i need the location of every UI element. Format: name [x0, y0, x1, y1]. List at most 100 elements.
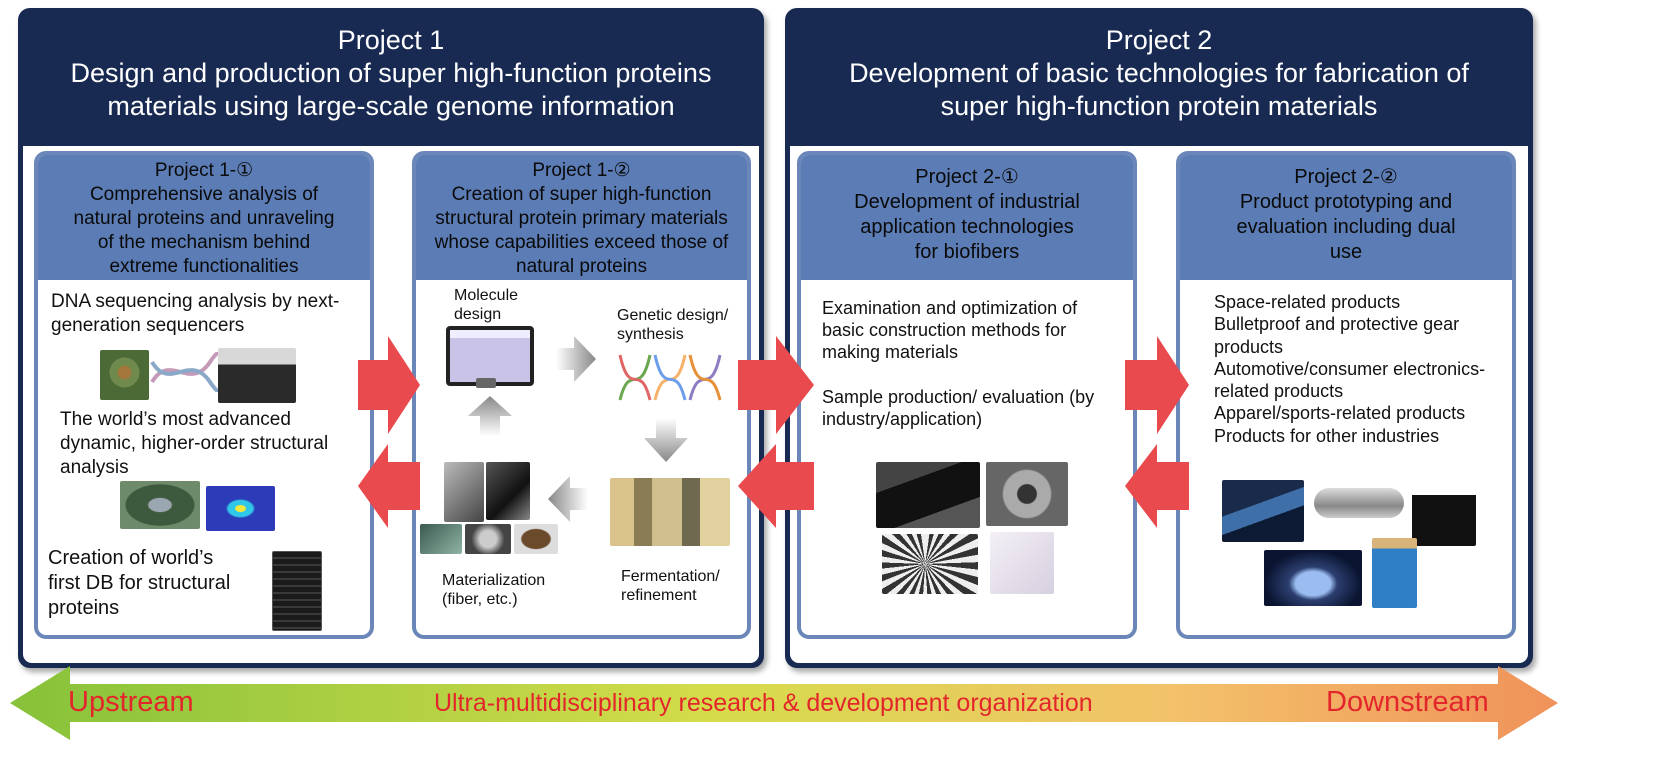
product-item: Automotive/consumer electronics- [1214, 358, 1486, 379]
server-rack-image [272, 551, 322, 631]
product-item: Products for other industries [1214, 425, 1440, 446]
text-line: dynamic, higher-order structural [60, 433, 329, 454]
project1-subtitle-line1: Design and production of super high-func… [70, 58, 712, 88]
subproject-2-1-header: Project 2-① Development of industrial ap… [801, 155, 1133, 280]
subproject-2-2-title: Project 2-② [1294, 166, 1398, 188]
subproject-2-2-desc-line: use [1329, 241, 1363, 263]
subproject-1-2: Project 1-② Creation of super high-funct… [412, 151, 751, 639]
text-line: synthesis [617, 326, 684, 343]
text-line: Creation of world’s [48, 547, 214, 569]
subproject-1-1-desc-line: Comprehensive analysis of [89, 184, 319, 205]
process-arrow-up-icon [468, 396, 512, 436]
forward-arrow-3-icon [1125, 336, 1189, 434]
project2-header: Project 2 Development of basic technolog… [785, 8, 1533, 143]
text-line: DNA sequencing analysis by next- [51, 291, 340, 312]
subproject-1-1-title: Project 1-① [154, 160, 254, 181]
computer-monitor-image [446, 326, 534, 386]
project2-subtitle-line2: super high-function protein materials [940, 91, 1378, 121]
text-line: generation sequencers [51, 315, 245, 336]
feedback-arrow-1-icon [358, 444, 420, 528]
product-item: products [1214, 336, 1284, 357]
text-line: first DB for structural [48, 572, 231, 594]
subproject-1-2-desc-line: whose capabilities exceed those of [434, 232, 729, 253]
text-line: refinement [621, 587, 697, 604]
materialization-label: Materialization (fiber, etc.) [442, 571, 545, 609]
dna-strands-image [618, 354, 722, 401]
product-item: Apparel/sports-related products [1214, 403, 1466, 424]
subproject-2-1-title: Project 2-① [915, 166, 1019, 188]
feedback-arrow-3-icon [1125, 444, 1189, 528]
sequencer-machine-image [218, 348, 296, 403]
genetic-design-label: Genetic design/ synthesis [617, 306, 728, 344]
product-item: related products [1214, 381, 1344, 402]
sample-production-text: Sample production/ evaluation (by indust… [822, 386, 1132, 430]
fermentation-label: Fermentation/ refinement [621, 567, 720, 605]
forward-arrow-1-icon [358, 336, 420, 434]
satellite-image [1222, 480, 1304, 542]
text-line: Sample production/ evaluation (by [822, 387, 1095, 407]
process-arrow-left-icon [548, 476, 588, 522]
upstream-downstream-arrow [10, 666, 1558, 740]
forward-arrow-2-icon [738, 336, 814, 434]
subproject-2-1-desc-line: application technologies [860, 216, 1074, 238]
downstream-label: Downstream [1326, 686, 1489, 718]
fermentation-tanks-image [610, 478, 730, 546]
project1-subtitle-line2: materials using large-scale genome infor… [107, 91, 675, 121]
spider-image [100, 350, 149, 400]
subproject-1-2-desc-line: Creation of super high-function [451, 184, 712, 205]
subproject-1-2-desc-line: natural proteins [516, 256, 647, 277]
text-line: Examination and optimization of [822, 298, 1078, 318]
project1-title: Project 1 [337, 25, 445, 55]
turbine-fan-image [882, 534, 978, 594]
diffraction-pattern-image [206, 486, 275, 531]
structural-analysis-text: The world’s most advanced dynamic, highe… [60, 408, 360, 480]
subproject-2-1: Project 2-① Development of industrial ap… [797, 151, 1137, 639]
project2-title: Project 2 [1105, 25, 1213, 55]
subproject-1-2-desc-line: structural protein primary materials [435, 208, 728, 229]
subproject-1-1-header: Project 1-① Comprehensive analysis of na… [38, 155, 370, 280]
project2-subtitle-line1: Development of basic technologies for fa… [849, 58, 1469, 88]
text-line: proteins [48, 597, 120, 619]
subproject-2-2-header: Project 2-② Product prototyping and eval… [1180, 155, 1512, 280]
fiber-roll-black-image [486, 462, 530, 520]
translucent-fabric-image [990, 532, 1054, 594]
product-item: Space-related products [1214, 292, 1401, 312]
subproject-2-2-desc-line: Product prototyping and [1239, 191, 1453, 213]
process-arrow-down-icon [644, 418, 688, 462]
text-line: analysis [60, 457, 129, 478]
dress-image [1372, 538, 1417, 608]
molecule-design-label: Molecule design [454, 286, 518, 324]
bulletproof-vest-image [1412, 482, 1476, 546]
fiber-sample-3-image [514, 524, 558, 554]
subproject-2-2-desc-line: evaluation including dual [1236, 216, 1456, 238]
fiber-sample-1-image [420, 524, 462, 554]
carbon-fiber-rolls-image [876, 462, 980, 528]
pressure-tank-image [1314, 488, 1404, 518]
subproject-1-1-desc-line: natural proteins and unraveling [73, 208, 335, 229]
organization-label: Ultra-multidisciplinary research & devel… [434, 689, 1093, 717]
subproject-1-1-desc-line: extreme functionalities [109, 256, 299, 277]
feedback-arrow-2-icon [738, 444, 814, 528]
subproject-1-2-title: Project 1-② [532, 160, 631, 181]
construction-methods-text: Examination and optimization of basic co… [822, 297, 1122, 363]
text-line: making materials [822, 342, 959, 362]
subproject-2-1-desc-line: Development of industrial [854, 191, 1080, 213]
text-line: Genetic design/ [617, 307, 729, 324]
text-line: The world’s most advanced [60, 409, 291, 430]
database-text: Creation of world’s first DB for structu… [48, 546, 278, 621]
concept-car-image [1264, 550, 1362, 606]
text-line: basic construction methods for [822, 320, 1067, 340]
dna-sequencing-text: DNA sequencing analysis by next- generat… [51, 290, 371, 338]
process-arrow-right-icon [556, 336, 596, 382]
text-line: (fiber, etc.) [442, 591, 518, 608]
text-line: Materialization [442, 572, 546, 589]
monitor-stand [476, 378, 496, 388]
upstream-label: Upstream [68, 686, 194, 718]
subproject-2-1-desc-line: for biofibers [914, 241, 1020, 263]
text-line: Molecule [454, 287, 519, 304]
text-line: industry/application) [822, 409, 983, 429]
synchrotron-facility-image [120, 481, 200, 529]
products-list: Space-related products Bulletproof and p… [1214, 291, 1514, 447]
fiber-sample-2-image [465, 524, 511, 554]
text-line: design [454, 306, 502, 323]
